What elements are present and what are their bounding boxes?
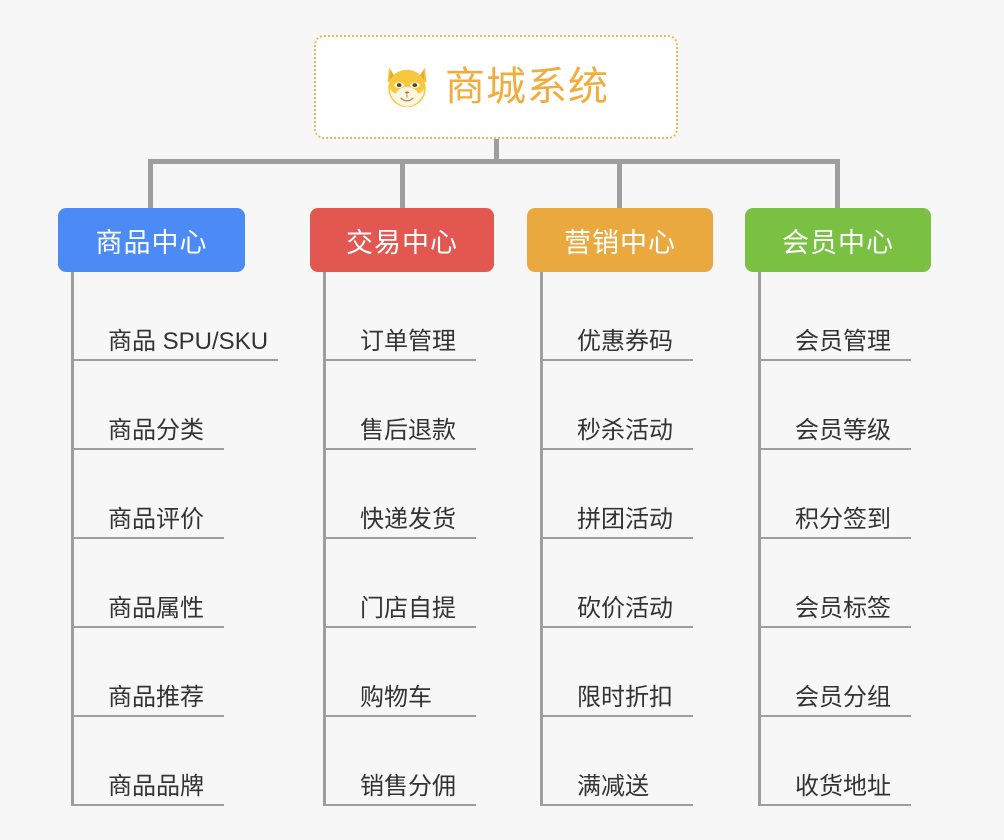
category-column-member: 会员中心 会员管理 会员等级 积分签到 会员标签 会员分组 收货地址 [745, 208, 931, 806]
leaf-label: 购物车 [360, 683, 432, 711]
leaf-label: 优惠券码 [577, 327, 673, 355]
leaf-label: 收货地址 [795, 772, 891, 800]
leaf-label: 售后退款 [360, 416, 456, 444]
leaf-label: 商品属性 [108, 594, 204, 622]
leaf-item[interactable]: 快递发货 [326, 450, 476, 539]
leaf-label: 商品评价 [108, 505, 204, 533]
leaf-item[interactable]: 限时折扣 [543, 628, 693, 717]
leaf-label: 限时折扣 [577, 683, 673, 711]
leaf-item[interactable]: 商品 SPU/SKU [74, 272, 279, 361]
leaf-item[interactable]: 售后退款 [326, 361, 476, 450]
leaf-list-marketing: 优惠券码 秒杀活动 拼团活动 砍价活动 限时折扣 满减送 [540, 272, 713, 806]
leaf-label: 商品推荐 [108, 683, 204, 711]
category-header-member[interactable]: 会员中心 [745, 208, 931, 272]
connector-drop-3 [617, 161, 622, 209]
leaf-item[interactable]: 会员管理 [761, 272, 911, 361]
leaf-item[interactable]: 门店自提 [326, 539, 476, 628]
leaf-label: 满减送 [577, 772, 649, 800]
category-column-product: 商品中心 商品 SPU/SKU 商品分类 商品评价 商品属性 商品推荐 商品品牌 [58, 208, 279, 806]
leaf-list-member: 会员管理 会员等级 积分签到 会员标签 会员分组 收货地址 [758, 272, 931, 806]
leaf-item[interactable]: 收货地址 [761, 717, 911, 806]
connector-drop-4 [835, 161, 840, 209]
leaf-label: 会员标签 [795, 594, 891, 622]
leaf-item[interactable]: 商品分类 [74, 361, 224, 450]
root-node[interactable]: 商城系统 [314, 35, 678, 139]
category-column-marketing: 营销中心 优惠券码 秒杀活动 拼团活动 砍价活动 限时折扣 满减送 [527, 208, 713, 806]
leaf-item[interactable]: 订单管理 [326, 272, 476, 361]
category-header-trade[interactable]: 交易中心 [310, 208, 494, 272]
leaf-label: 商品分类 [108, 416, 204, 444]
leaf-label: 砍价活动 [577, 594, 673, 622]
root-title: 商城系统 [445, 65, 609, 109]
leaf-label: 会员管理 [795, 327, 891, 355]
leaf-item[interactable]: 商品属性 [74, 539, 224, 628]
leaf-item[interactable]: 拼团活动 [543, 450, 693, 539]
leaf-item[interactable]: 秒杀活动 [543, 361, 693, 450]
leaf-item[interactable]: 会员等级 [761, 361, 911, 450]
leaf-item[interactable]: 积分签到 [761, 450, 911, 539]
leaf-item[interactable]: 砍价活动 [543, 539, 693, 628]
category-header-product[interactable]: 商品中心 [58, 208, 245, 272]
leaf-item[interactable]: 会员标签 [761, 539, 911, 628]
leaf-label: 商品 SPU/SKU [108, 327, 269, 355]
leaf-item[interactable]: 商品评价 [74, 450, 224, 539]
leaf-label: 快递发货 [360, 505, 456, 533]
category-header-marketing[interactable]: 营销中心 [527, 208, 713, 272]
leaf-item[interactable]: 商品品牌 [74, 717, 224, 806]
leaf-label: 会员分组 [795, 683, 891, 711]
leaf-item[interactable]: 商品推荐 [74, 628, 224, 717]
shiba-dog-face-icon [387, 67, 427, 109]
connector-horizontal-bus [148, 159, 840, 164]
leaf-list-trade: 订单管理 售后退款 快递发货 门店自提 购物车 销售分佣 [323, 272, 494, 806]
connector-root-stem [494, 139, 499, 161]
leaf-label: 秒杀活动 [577, 416, 673, 444]
leaf-item[interactable]: 满减送 [543, 717, 693, 806]
leaf-label: 积分签到 [795, 505, 891, 533]
leaf-label: 门店自提 [360, 594, 456, 622]
leaf-item[interactable]: 会员分组 [761, 628, 911, 717]
leaf-label: 商品品牌 [108, 772, 204, 800]
leaf-label: 会员等级 [795, 416, 891, 444]
leaf-item[interactable]: 销售分佣 [326, 717, 476, 806]
connector-drop-2 [400, 161, 405, 209]
leaf-label: 销售分佣 [360, 772, 456, 800]
leaf-item[interactable]: 优惠券码 [543, 272, 693, 361]
leaf-item[interactable]: 购物车 [326, 628, 476, 717]
leaf-label: 订单管理 [360, 327, 456, 355]
category-column-trade: 交易中心 订单管理 售后退款 快递发货 门店自提 购物车 销售分佣 [310, 208, 494, 806]
leaf-label: 拼团活动 [577, 505, 673, 533]
leaf-list-product: 商品 SPU/SKU 商品分类 商品评价 商品属性 商品推荐 商品品牌 [71, 272, 279, 806]
connector-drop-1 [148, 161, 153, 209]
